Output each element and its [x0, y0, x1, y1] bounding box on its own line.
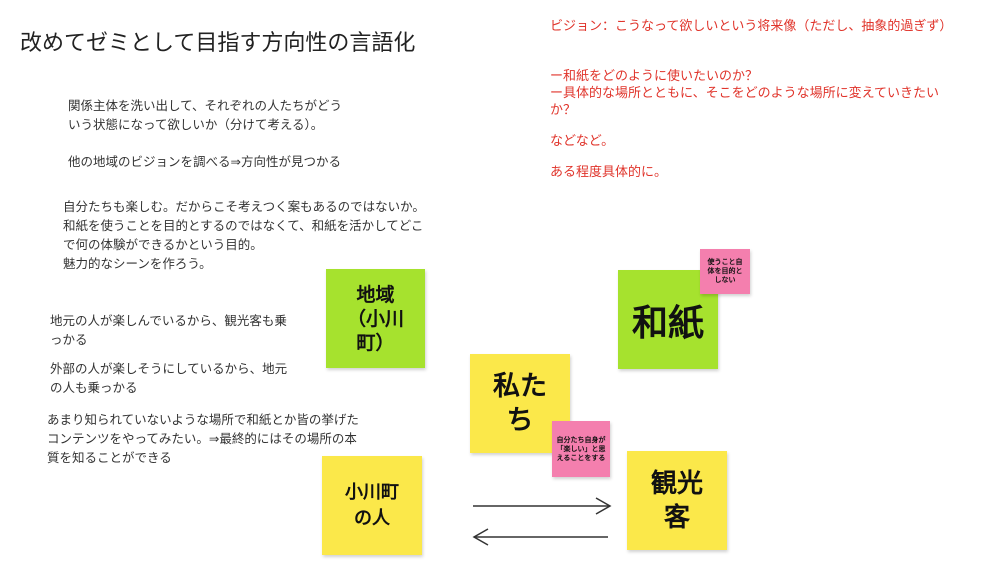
sticky-text: （小川 [346, 307, 404, 330]
note-line: っかる [50, 332, 88, 347]
sticky-text: の人 [354, 507, 390, 529]
sticky-text: 地域 [356, 283, 395, 306]
sticky-tourists: 観光 客 [627, 451, 727, 550]
note-line: 質を知ることができる [47, 450, 172, 465]
note-line: 和紙を使うことを目的とするのではなくて、和紙を活かしてどこ [63, 218, 424, 233]
vision-line: ー和紙をどのように使いたいのか？ [550, 69, 759, 84]
sticky-text: 私た [493, 370, 547, 402]
note-stakeholders: 関係主体を洗い出して、それぞれの人たちがどう いう状態になって欲しいか（分けて考… [68, 96, 342, 134]
vision-line: ー具体的な場所とともに、そこをどのような場所に変えていきたい [550, 86, 939, 101]
note-enjoy: 自分たちも楽しむ。だからこそ考えつく案もあるのではないか。 和紙を使うことを目的… [63, 197, 425, 273]
note-line: 地元の人が楽しんでいるから、観光客も乗 [50, 313, 287, 328]
note-line: で何の体験ができるかという目的。 [63, 237, 263, 252]
vision-block: ー和紙をどのように使いたいのか？ ー具体的な場所とともに、そこをどのような場所に… [550, 68, 939, 181]
note-line: 外部の人が楽しそうにしているから、地元 [50, 361, 288, 376]
sticky-text: 観光 [650, 468, 703, 499]
note-outsiders-enjoy: 外部の人が楽しそうにしているから、地元 の人も乗っかる [50, 359, 287, 397]
sticky-text: 体を目的と [707, 267, 743, 275]
sticky-region: 地域 （小川 町） [326, 269, 425, 368]
sticky-text: 自分たち自身が [556, 435, 606, 444]
vision-line: ある程度具体的に。 [550, 165, 668, 180]
sticky-locals: 小川町 の人 [322, 456, 422, 555]
note-line: いう状態になって欲しいか（分けて考える）。 [68, 117, 324, 132]
note-locals-enjoy: 地元の人が楽しんでいるから、観光客も乗 っかる [50, 311, 287, 349]
note-hidden-places: あまり知られていないような場所で和紙とか皆の挙げた コンテンツをやってみたい。⇒… [47, 410, 359, 467]
note-line: 自分たちも楽しむ。だからこそ考えつく案もあるのではないか。 [63, 199, 425, 214]
sticky-text: えることをする [556, 453, 606, 462]
sticky-text: しない [714, 276, 736, 284]
arrow-left [472, 528, 608, 546]
note-line: の人も乗っかる [50, 380, 138, 395]
sticky-text: 小川町 [345, 481, 399, 503]
vision-line: などなど。 [550, 134, 615, 149]
arrow-right [473, 497, 612, 515]
note-line: 関係主体を洗い出して、それぞれの人たちがどう [68, 98, 343, 113]
note-line: 魅力的なシーンを作ろう。 [63, 256, 212, 271]
sticky-text: ち [506, 404, 534, 436]
sticky-text: 町） [356, 331, 395, 354]
sticky-text: 使うこと自 [707, 258, 743, 266]
sticky-pink-washi: 使うこと自 体を目的と しない [700, 249, 750, 294]
sticky-text: 客 [663, 502, 690, 533]
vision-line: か？ [550, 103, 577, 118]
sticky-text: 和紙 [631, 302, 704, 344]
note-line: コンテンツをやってみたい。⇒最終的にはその場所の本 [47, 431, 357, 446]
page-title: 改めてゼミとして目指す方向性の言語化 [20, 31, 416, 56]
sticky-text: 「楽しい」と思 [556, 444, 606, 453]
note-line: あまり知られていないような場所で和紙とか皆の挙げた [47, 412, 359, 427]
note-research: 他の地域のビジョンを調べる⇒方向性が見つかる [68, 154, 341, 169]
vision-heading: ビジョン：こうなって欲しいという将来像（ただし、抽象的過ぎず） [550, 19, 953, 34]
sticky-pink-us: 自分たち自身が 「楽しい」と思 えることをする [552, 421, 610, 477]
